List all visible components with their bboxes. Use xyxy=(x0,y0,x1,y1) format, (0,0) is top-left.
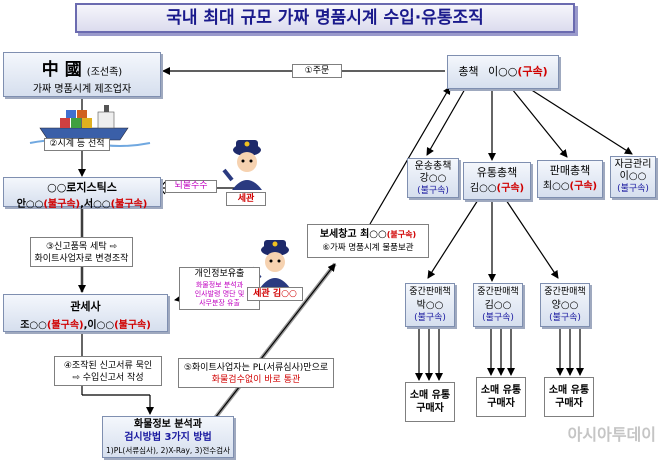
step3-label: ③신고품목 세탁 ⇨ 화이트사업자로 변경조작 xyxy=(30,237,133,267)
step5-label: ⑤화이트사업자는 PL(서류심사)만으로 화물검수없이 바로 통관 xyxy=(178,358,334,388)
inspection-line2: 검시방법 3가지 방법 xyxy=(124,432,212,443)
buyer-box-1: 소매 유통 구매자 xyxy=(405,382,455,422)
inspection-box: 화물정보 분석과 검시방법 3가지 방법 1)PL(서류심사), 2)X-Ray… xyxy=(102,416,234,458)
china-desc: 가짜 명품시계 제조업자 xyxy=(32,84,132,95)
buyer-1-line2: 구매자 xyxy=(416,403,444,414)
step4-line1: ④조작된 신고서류 묵인 xyxy=(63,361,153,371)
ringleader-status: (구속) xyxy=(517,65,548,78)
bribe-label: 뇌물수수 xyxy=(165,180,217,193)
logistics-separator: , xyxy=(80,199,84,210)
warehouse-box: 보세창고 최○○(불구속) ⑥가짜 명품시계 물품보관 xyxy=(307,224,429,258)
mid-seller-2-status: (불구속) xyxy=(482,313,514,323)
transport-manager-title: 운송총책 xyxy=(414,161,452,172)
logistics-person-1-status: (불구속) xyxy=(43,199,81,210)
transport-manager-box: 운송총책 강○○ (불구속) xyxy=(407,158,459,198)
leak-detail-2: 인사발령 명단 및 xyxy=(194,290,245,298)
customs-officer-2-label: 세관 김○○ xyxy=(247,287,303,301)
leak-title: 개인정보유출 xyxy=(194,269,245,279)
sales-manager-status: (구속) xyxy=(569,181,598,192)
mid-seller-2-box: 중간판매책 김○○ (불구속) xyxy=(473,283,523,327)
shipping-label: ②시계 등 선적 xyxy=(44,138,110,151)
customs-broker-person-1-status: (불구속) xyxy=(46,320,84,331)
buyer-3-line2: 구매자 xyxy=(555,398,583,409)
customs-officer-icon xyxy=(222,140,262,190)
customs-broker-person-2-status: (불구속) xyxy=(114,320,151,331)
mid-seller-2-title: 중간판매책 xyxy=(477,287,519,297)
logistics-box: ○○로지스틱스 안○○(불구속),서○○(불구속) xyxy=(3,177,161,210)
ringleader-box: 총책 이○○(구속) xyxy=(447,55,559,89)
buyer-2-line2: 구매자 xyxy=(487,398,515,409)
warehouse-status: (불구속) xyxy=(386,230,417,239)
customs-broker-separator: , xyxy=(83,320,88,331)
step5-line2: 화물검수없이 바로 통관 xyxy=(211,375,301,385)
ringleader-label: 총책 xyxy=(458,65,479,78)
warehouse-title: 보세창고 최○○ xyxy=(319,229,387,240)
step4-line2: ⇨ 수입신고서 작성 xyxy=(72,373,144,383)
logistics-person-2: 서○○ xyxy=(83,199,111,210)
mid-seller-3-box: 중간판매책 양○○ (불구속) xyxy=(540,283,590,327)
distribution-manager-title: 유통총책 xyxy=(476,166,518,179)
transport-manager-name: 강○○ xyxy=(419,173,447,184)
distribution-manager-status: (구속) xyxy=(496,183,525,194)
sales-manager-name: 최○○ xyxy=(542,181,570,192)
warehouse-to-ringleader-arrow xyxy=(369,86,451,225)
step5-line1: ⑤화이트사업자는 PL(서류심사)만으로 xyxy=(183,363,329,373)
ringleader-name: 이○○ xyxy=(488,65,518,78)
distribution-manager-name: 김○○ xyxy=(469,183,497,194)
transport-manager-status: (불구속) xyxy=(417,186,449,196)
china-label: 中 國 xyxy=(41,60,82,80)
mid-seller-1-title: 중간판매책 xyxy=(409,287,451,297)
leak-detail-3: 사무분장 유출 xyxy=(199,299,240,307)
customs-broker-person-1: 조○○ xyxy=(20,320,47,331)
fund-manager-status: (불구속) xyxy=(617,184,649,194)
buyer-box-2: 소매 유통 구매자 xyxy=(476,377,526,417)
mid-seller-3-title: 중간판매책 xyxy=(544,287,586,297)
china-sub-label: (조선족) xyxy=(86,67,123,78)
customs-officer-label: 세관 xyxy=(226,192,266,206)
step3-line1: ③신고품목 세탁 ⇨ xyxy=(45,242,117,252)
leak-box: 개인정보유출 화물정보 분석과 인사발령 명단 및 사무분장 유출 xyxy=(179,267,260,310)
customs-officer-2-icon xyxy=(250,240,290,288)
customs-broker-box: 관세사 조○○(불구속),이○○(불구속) xyxy=(3,294,168,332)
china-manufacturer-box: 中 國 (조선족) 가짜 명품시계 제조업자 xyxy=(3,52,161,97)
buyer-box-3: 소매 유통 구매자 xyxy=(544,377,594,417)
mid-seller-1-name: 박○○ xyxy=(416,300,444,311)
customs-broker-person-2: 이○○ xyxy=(87,320,115,331)
buyer-3-line1: 소매 유통 xyxy=(548,385,590,396)
watermark: 아시아투데이 xyxy=(567,425,656,444)
mid-seller-3-status: (불구속) xyxy=(549,313,581,323)
sales-manager-box: 판매총책 최○○(구속) xyxy=(537,160,603,198)
fund-manager-title: 자금관리 xyxy=(614,159,652,170)
inspection-line3: 1)PL(서류심사), 2)X-Ray, 3)전수검사 xyxy=(106,446,230,455)
buyer-2-line1: 소매 유통 xyxy=(480,385,522,396)
sales-manager-title: 판매총책 xyxy=(549,164,591,177)
distribution-manager-box: 유통총책 김○○(구속) xyxy=(463,162,531,200)
mid-seller-3-name: 양○○ xyxy=(551,300,579,311)
step3-line2: 화이트사업자로 변경조작 xyxy=(34,254,129,264)
fund-manager-box: 자금관리 이○○ (불구속) xyxy=(610,156,656,198)
logistics-person-2-status: (불구속) xyxy=(110,199,148,210)
mid-seller-2-name: 김○○ xyxy=(484,300,512,311)
fund-manager-name: 이○○ xyxy=(619,171,647,182)
mid-seller-1-box: 중간판매책 박○○ (불구속) xyxy=(405,283,455,327)
inspection-line1: 화물정보 분석과 xyxy=(134,419,202,430)
warehouse-desc: ⑥가짜 명품시계 물품보관 xyxy=(322,243,414,253)
page-title: 국내 최대 규모 가짜 명품시계 수입·유통조직 xyxy=(75,3,575,33)
logistics-person-1: 안○○ xyxy=(16,199,44,210)
mid-seller-1-status: (불구속) xyxy=(414,313,446,323)
leak-detail-1: 화물정보 분석과 xyxy=(195,281,244,289)
logistics-title: ○○로지스틱스 xyxy=(47,181,117,194)
step4-label: ④조작된 신고서류 묵인 ⇨ 수입신고서 작성 xyxy=(54,356,162,386)
buyer-1-line1: 소매 유통 xyxy=(409,390,451,401)
order-label: ①주문 xyxy=(292,64,342,78)
customs-broker-title: 관세사 xyxy=(70,300,101,313)
